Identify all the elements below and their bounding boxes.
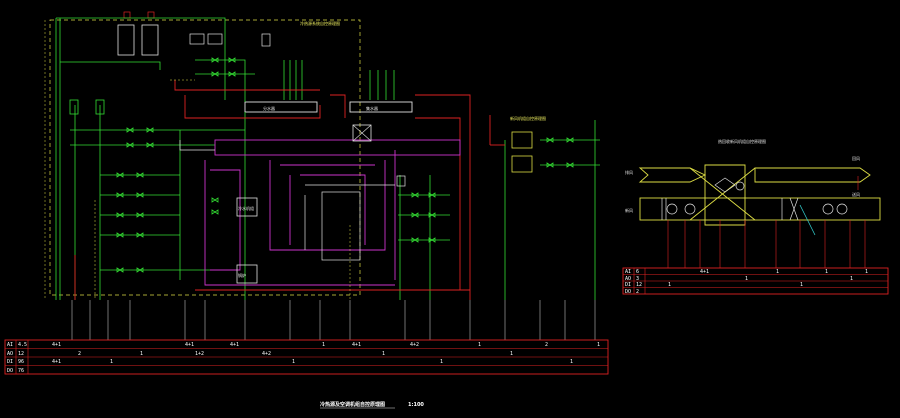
supply-header <box>244 101 318 113</box>
right-val-ao: 3 <box>636 276 639 282</box>
right-cell: 1 <box>865 269 868 275</box>
fan-1 <box>123 11 131 19</box>
fresh-air-tag: 新风 <box>625 207 633 213</box>
right-row-do: DO <box>625 289 631 295</box>
main-cell: 1 <box>110 359 113 365</box>
sensor-box <box>396 175 406 187</box>
main-cell: 4+1 <box>52 359 61 365</box>
main-cell: 4+1 <box>52 342 61 348</box>
chiller-label: 冷水机组 <box>238 205 254 211</box>
supply-duct <box>639 197 881 221</box>
ahu-components <box>661 181 848 221</box>
right-cell: 1 <box>800 282 803 288</box>
main-cell: 1 <box>510 351 513 357</box>
main-cell: 4+1 <box>185 342 194 348</box>
main-cell: 1 <box>478 342 481 348</box>
expansion-tank <box>189 33 205 45</box>
right-upper-title: 新风机组自控原理图 <box>510 115 546 121</box>
pump-2 <box>95 99 105 115</box>
water-tank <box>261 33 271 47</box>
right-row-ai: AI <box>625 269 631 275</box>
main-val-ai: 4.5 <box>18 342 27 348</box>
control-frame <box>49 19 361 296</box>
main-cell: 4+1 <box>352 342 361 348</box>
return-air-tag: 回风 <box>852 156 860 161</box>
fan-2 <box>147 11 155 19</box>
main-cell: 1 <box>292 359 295 365</box>
main-cell: 1 <box>140 351 143 357</box>
right-cell: 1 <box>745 276 748 282</box>
right-main-title: 热回收新风机组自控原理图 <box>718 138 766 144</box>
exhaust-duct-left <box>638 167 707 183</box>
right-row-di: DI <box>625 282 631 288</box>
main-cell: 4+2 <box>410 342 419 348</box>
main-scale: 1:100 <box>408 402 424 408</box>
right-ahu-diagram: 热回收新风机组自控原理图 排风 新风 <box>625 138 881 268</box>
cooling-tower-2 <box>141 24 159 56</box>
left-upper-title: 冷热源系统自控原理图 <box>300 20 340 26</box>
main-row-di: DI <box>7 359 13 365</box>
io-table-right: AI AO DI DO 6 3 12 2 1 4+1 1 1 1 1 1 1 <box>622 267 889 295</box>
right-instrument-lines <box>667 176 866 268</box>
cooling-tower-1 <box>117 24 135 56</box>
heat-exchanger <box>352 124 372 142</box>
supply-header-label: 分水器 <box>263 105 275 111</box>
main-title: 冷热源及空调机组自控原理图 <box>320 401 385 408</box>
main-row-do: DO <box>7 368 13 374</box>
heat-recovery-core <box>704 164 746 226</box>
fresh-air-unit-2 <box>511 155 533 173</box>
white-pipes <box>179 140 395 261</box>
right-cell: 1 <box>776 269 779 275</box>
green-pipes <box>55 17 600 300</box>
boiler-label: 锅炉 <box>238 272 246 278</box>
main-cell: 2 <box>78 351 81 357</box>
right-cell: 4+1 <box>700 269 709 275</box>
chiller-2 <box>236 264 258 284</box>
main-cell: 1 <box>322 342 325 348</box>
exhaust-duct-right <box>754 167 871 183</box>
io-table-main: AI AO DI DO 4.5 12 96 76 4+1 2 4+1 1 1 4… <box>4 339 609 375</box>
right-row-ao: AO <box>625 276 631 282</box>
tag-columns <box>71 300 596 340</box>
red-pipes <box>74 80 505 300</box>
main-cell: 1 <box>382 351 385 357</box>
main-val-di: 96 <box>18 359 24 365</box>
right-cell: 1 <box>668 282 671 288</box>
right-cell: 1 <box>825 269 828 275</box>
main-cell: 2 <box>545 342 548 348</box>
main-cell: 1 <box>570 359 573 365</box>
main-row-ao: AO <box>7 351 13 357</box>
main-cell: 4+1 <box>230 342 239 348</box>
main-row-ai: AI <box>7 342 13 348</box>
return-header-label: 集水器 <box>366 105 378 111</box>
main-cell: 1 <box>597 342 600 348</box>
exhaust-air-tag: 排风 <box>625 169 633 175</box>
main-cell: 1+2 <box>195 351 204 357</box>
main-val-ao: 12 <box>18 351 24 357</box>
pump-1 <box>69 99 79 115</box>
right-cell: 1 <box>850 276 853 282</box>
right-val-do: 2 <box>636 289 639 295</box>
fresh-air-unit-1 <box>511 131 533 149</box>
return-header <box>349 101 413 113</box>
right-val-ai: 6 <box>636 269 639 275</box>
main-cell: 4+2 <box>262 351 271 357</box>
supply-air-tag: 送风 <box>852 191 860 197</box>
main-val-do: 76 <box>18 368 24 374</box>
magenta-pipes <box>204 139 461 286</box>
control-wiring <box>44 20 351 300</box>
main-diagram: 冷热源系统自控原理图 新风机组自控原理图 分水器 集水器 冷水机组 锅炉 <box>44 11 600 340</box>
chiller-1 <box>236 197 258 217</box>
right-val-di: 12 <box>636 282 642 288</box>
main-cell: 1 <box>440 359 443 365</box>
softener-tank <box>207 33 223 45</box>
